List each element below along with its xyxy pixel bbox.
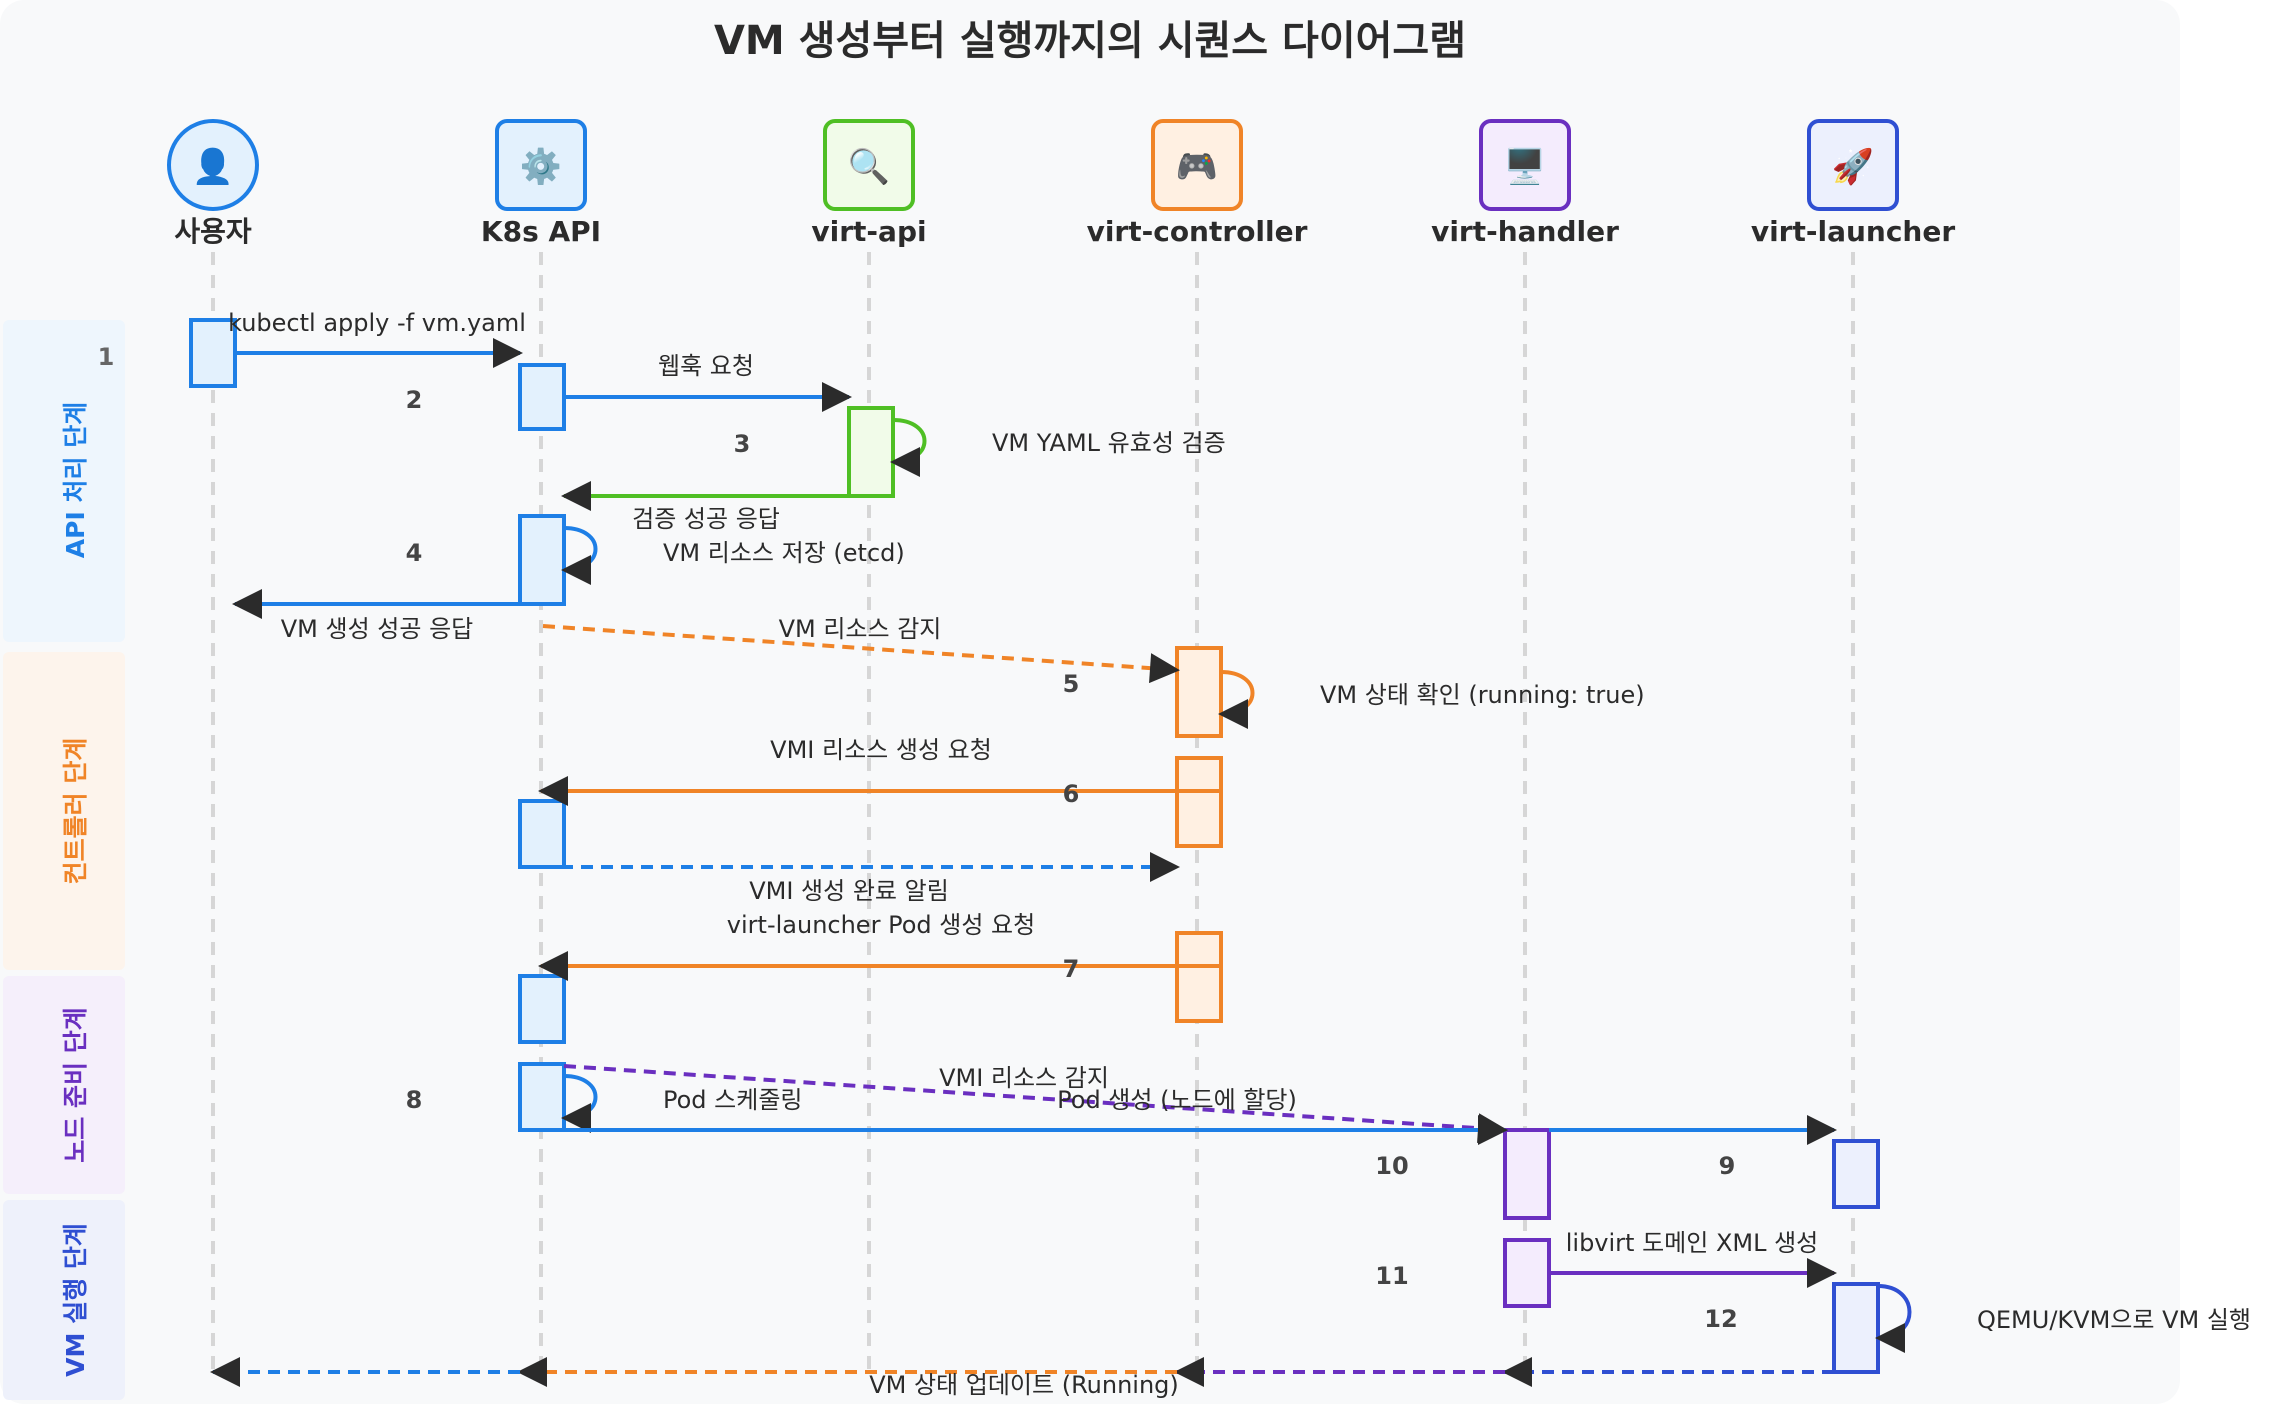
step-number: 9 (1719, 1152, 1736, 1180)
monitor-icon (1479, 119, 1571, 211)
participant-controller[interactable]: 🎮 virt-controller (1087, 119, 1308, 248)
activation-box (518, 1062, 566, 1132)
message-arrows (210, 338, 1912, 1387)
step-number: 1 (98, 343, 115, 371)
activations (189, 318, 1880, 1374)
activation-box (1832, 1282, 1880, 1374)
activation-box (1175, 756, 1223, 848)
message-label: VM 리소스 감지 (779, 615, 942, 643)
step-numbers: 1 2 3 4 5 6 7 8 9 10 11 12 (98, 343, 1738, 1333)
gamepad-icon (1151, 119, 1243, 211)
user-icon (167, 119, 259, 211)
magnifier-icon (823, 119, 915, 211)
step-number: 11 (1375, 1262, 1408, 1290)
step-number: 8 (406, 1086, 423, 1114)
self-arrow-5 (1218, 670, 1255, 729)
participant-label-user: 사용자 (174, 215, 252, 248)
step-number: 10 (1375, 1152, 1408, 1180)
message-label: virt-launcher Pod 생성 요청 (727, 911, 1035, 939)
step-number: 7 (1063, 955, 1080, 983)
message-label: VM 상태 확인 (running: true) (1320, 681, 1645, 709)
arrow-vm-watch (542, 624, 1180, 684)
step-number: 2 (406, 386, 423, 414)
phase-label-node: 노드 준비 단계 (61, 1007, 90, 1162)
self-arrow-12 (1875, 1284, 1912, 1353)
user-icon-glyph: 👤 (192, 147, 234, 187)
activation-box (1503, 1128, 1551, 1220)
step-number: 5 (1063, 670, 1080, 698)
participant-handler[interactable]: 🖥️ virt-handler (1431, 119, 1619, 248)
diagram-title: VM 생성부터 실행까지의 시퀀스 다이어그램 (714, 18, 1466, 64)
participants: 👤 사용자 ⚙️ K8s API 🔍 virt-api 🎮 virt-contr… (167, 119, 1956, 248)
message-label: 검증 성공 응답 (632, 505, 780, 533)
message-label: VMI 리소스 감지 (939, 1064, 1109, 1092)
participant-k8s[interactable]: ⚙️ K8s API (481, 119, 601, 248)
phase-band-controller (3, 652, 125, 970)
phase-band-vm (3, 1200, 125, 1400)
message-label: VM 리소스 저장 (etcd) (663, 539, 905, 567)
activation-box (518, 974, 566, 1044)
message-label: VMI 리소스 생성 요청 (770, 736, 992, 764)
participant-launcher[interactable]: 🚀 virt-launcher (1751, 119, 1956, 248)
participant-label-k8s: K8s API (481, 215, 601, 248)
message-label: libvirt 도메인 XML 생성 (1566, 1229, 1819, 1257)
diagram-background (0, 0, 2180, 1404)
phase-label-controller: 컨트롤러 단계 (61, 738, 90, 885)
rocket-icon (1807, 119, 1899, 211)
participant-user[interactable]: 👤 사용자 (167, 119, 259, 248)
activation-box (1503, 1238, 1551, 1308)
activation-box (1832, 1139, 1880, 1209)
step-number: 4 (406, 539, 423, 567)
activation-box (847, 406, 895, 498)
phase-bands: API 처리 단계 컨트롤러 단계 노드 준비 단계 VM 실행 단계 (3, 320, 125, 1400)
arrow-vmi-watch (563, 1064, 1508, 1144)
message-label: VM YAML 유효성 검증 (992, 429, 1226, 457)
phase-label-vm: VM 실행 단계 (61, 1223, 90, 1377)
self-arrow-8 (561, 1074, 598, 1133)
phase-band-api (3, 320, 125, 642)
participant-label-launcher: virt-launcher (1751, 215, 1956, 248)
rocket-icon-glyph: 🚀 (1832, 147, 1874, 187)
step-number: 6 (1063, 780, 1080, 808)
phase-label-api: API 처리 단계 (61, 402, 90, 558)
monitor-icon-glyph: 🖥️ (1504, 147, 1546, 187)
message-label: 웹훅 요청 (658, 352, 754, 380)
participant-label-handler: virt-handler (1431, 215, 1619, 248)
activation-box (1175, 931, 1223, 1023)
activation-box (518, 514, 566, 606)
message-label: VM 상태 업데이트 (Running) (869, 1371, 1179, 1399)
message-label: QEMU/KVM으로 VM 실행 (1977, 1306, 2251, 1334)
message-label: VM 생성 성공 응답 (281, 615, 474, 643)
activation-box (1175, 646, 1223, 738)
gamepad-icon-glyph: 🎮 (1176, 147, 1218, 187)
activation-box (518, 799, 566, 869)
step-number: 12 (1704, 1305, 1737, 1333)
step-number: 3 (734, 430, 751, 458)
magnifier-icon-glyph: 🔍 (848, 145, 890, 187)
self-arrow-3 (890, 418, 927, 477)
participant-label-controller: virt-controller (1087, 215, 1308, 248)
participant-virtapi[interactable]: 🔍 virt-api (811, 119, 927, 248)
message-labels: kubectl apply -f vm.yaml 웹훅 요청 VM YAML 유… (228, 309, 2251, 1399)
message-label: kubectl apply -f vm.yaml (228, 309, 526, 337)
message-label: Pod 스케줄링 (663, 1086, 802, 1114)
participant-label-virtapi: virt-api (811, 215, 926, 248)
phase-band-node (3, 976, 125, 1194)
activation-box (518, 363, 566, 431)
self-arrow-4 (561, 526, 598, 585)
message-label: Pod 생성 (노드에 할당) (1057, 1086, 1297, 1114)
gear-icon (495, 119, 587, 211)
message-label: VMI 생성 완료 알림 (749, 877, 949, 905)
gear-icon-glyph: ⚙️ (520, 147, 562, 187)
